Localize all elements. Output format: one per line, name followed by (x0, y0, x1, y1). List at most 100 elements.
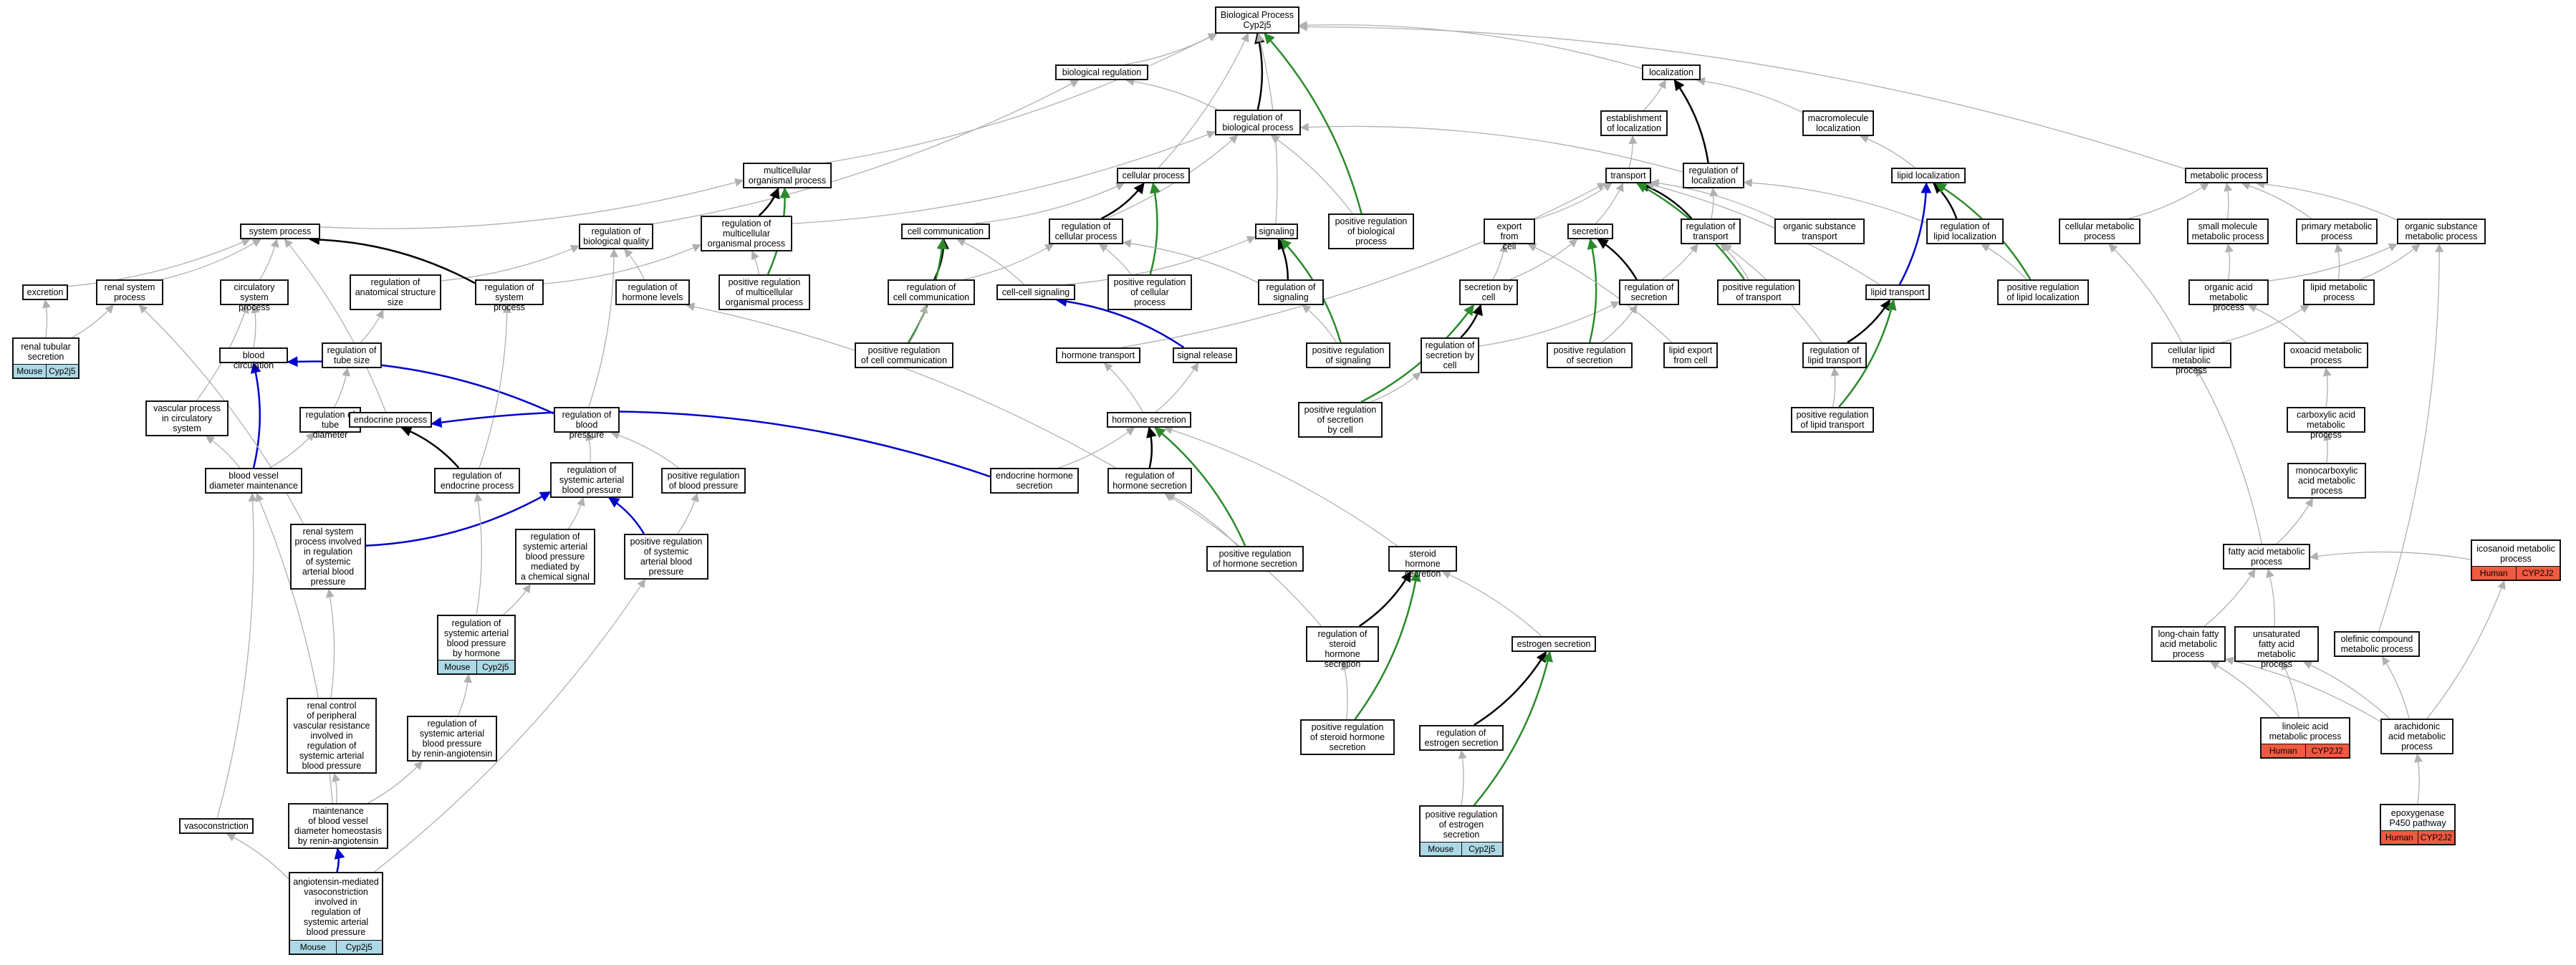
go-term-renalsys[interactable]: renal system process (96, 279, 163, 305)
go-term-excretion[interactable]: excretion (22, 284, 68, 300)
go-term-renalctrl[interactable]: renal control of peripheral vascular res… (287, 698, 377, 774)
go-term-reganat[interactable]: regulation of anatomical structure size (350, 274, 441, 310)
go-term-monocarb[interactable]: monocarboxylic acid metabolic process (2287, 463, 2366, 499)
go-term-orgacid[interactable]: organic acid metabolic process (2188, 279, 2269, 312)
go-term-olefinic[interactable]: olefinic compound metabolic process (2334, 631, 2420, 657)
go-term-posregsec[interactable]: positive regulation of secretion (1547, 342, 1633, 368)
go-term-regmulti[interactable]: regulation of multicellular organismal p… (701, 216, 792, 251)
go-term-unsat[interactable]: unsaturated fatty acid metabolic process (2234, 626, 2319, 669)
go-term-circ[interactable]: circulatory system process (220, 279, 289, 312)
go-term-cellcomm[interactable]: cell communication (901, 224, 990, 239)
go-term-carbox[interactable]: carboxylic acid metabolic process (2287, 407, 2365, 440)
go-term-posregtrans[interactable]: positive regulation of transport (1717, 279, 1800, 305)
go-term-export[interactable]: export from cell (1484, 219, 1535, 251)
go-term-posregcellcomm[interactable]: positive regulation of cell communicatio… (855, 342, 953, 368)
go-term-macloc[interactable]: macromolecule localization (1802, 110, 1874, 136)
go-term-reglipidloc[interactable]: regulation of lipid localization (1926, 219, 2004, 244)
go-term-regsysart[interactable]: regulation of systemic arterial blood pr… (550, 462, 633, 498)
go-term-posregsig[interactable]: positive regulation of signaling (1306, 342, 1390, 368)
go-term-regsysartrenin[interactable]: regulation of systemic arterial blood pr… (407, 716, 497, 762)
go-term-maintbv[interactable]: maintenance of blood vessel diameter hom… (288, 803, 388, 849)
go-term-oxoacid[interactable]: oxoacid metabolic process (2284, 342, 2368, 368)
go-term-posreghormsec[interactable]: positive regulation of hormone secretion (1206, 546, 1304, 572)
go-term-regsig[interactable]: regulation of signaling (1258, 279, 1324, 305)
go-term-label: secretion (1572, 226, 1609, 236)
go-term-smallmol[interactable]: small molecule metabolic process (2187, 219, 2269, 244)
go-term-renalinv[interactable]: renal system process involved in regulat… (290, 524, 366, 590)
go-term-cellipid[interactable]: cellular lipid metabolic process (2151, 342, 2231, 375)
go-term-bp[interactable]: Biological Process Cyp2j5 (1215, 6, 1299, 34)
go-term-fattyacid[interactable]: fatty acid metabolic process (2223, 544, 2310, 570)
go-term-cellcellsig[interactable]: cell-cell signaling (996, 284, 1075, 300)
go-term-regsysartchem[interactable]: regulation of systemic arterial blood pr… (515, 529, 595, 585)
go-term-metab[interactable]: metabolic process (2185, 168, 2268, 183)
go-term-regbq[interactable]: regulation of biological quality (579, 224, 653, 249)
go-term-signaling[interactable]: signaling (1255, 224, 1298, 239)
go-term-regsysp[interactable]: regulation of system process (475, 279, 544, 312)
go-term-estloc[interactable]: establishment of localization (1600, 110, 1668, 136)
go-term-regcellp[interactable]: regulation of cellular process (1049, 219, 1123, 244)
go-term-lipidexp[interactable]: lipid export from cell (1663, 342, 1718, 368)
go-term-lipidtr[interactable]: lipid transport (1865, 284, 1930, 300)
go-term-longchain[interactable]: long-chain fatty acid metabolic process (2151, 626, 2226, 662)
go-term-posregbp[interactable]: positive regulation of biological proces… (1328, 213, 1414, 249)
go-term-hormtr[interactable]: hormone transport (1056, 347, 1140, 363)
go-term-sysp[interactable]: system process (240, 224, 320, 239)
go-term-hormsec[interactable]: hormone secretion (1107, 412, 1191, 428)
go-term-regtrans[interactable]: regulation of transport (1681, 219, 1741, 244)
go-term-orgsubmet[interactable]: organic substance metabolic process (2397, 219, 2486, 244)
go-term-transport[interactable]: transport (1605, 168, 1651, 183)
go-term-posregbpress[interactable]: positive regulation of blood pressure (661, 468, 746, 494)
go-term-sigrel[interactable]: signal release (1173, 347, 1237, 363)
go-term-posregsysart[interactable]: positive regulation of systemic arterial… (624, 534, 708, 580)
go-term-loc[interactable]: localization (1642, 64, 1701, 80)
go-term-posreglipidtr[interactable]: positive regulation of lipid transport (1791, 407, 1874, 433)
go-term-regsteroid[interactable]: regulation of steroid hormone secretion (1306, 626, 1379, 669)
go-term-posreglipidloc[interactable]: positive regulation of lipid localizatio… (1997, 279, 2089, 305)
go-term-lipidmet[interactable]: lipid metabolic process (2303, 279, 2375, 305)
go-term-regsec[interactable]: regulation of secretion (1619, 279, 1679, 305)
go-term-posregestrogen[interactable]: positive regulation of estrogen secretio… (1419, 805, 1504, 857)
go-term-posregcellp[interactable]: positive regulation of cellular process (1107, 274, 1192, 310)
go-term-steroidhorm[interactable]: steroid hormone secretion (1388, 546, 1457, 579)
go-term-bioreg[interactable]: biological regulation (1055, 64, 1148, 80)
go-term-posregmulti[interactable]: positive regulation of multicellular org… (719, 274, 810, 310)
go-term-posregsteroid[interactable]: positive regulation of steroid hormone s… (1300, 719, 1395, 755)
go-term-estrogensec[interactable]: estrogen secretion (1512, 636, 1596, 652)
go-term-regtube[interactable]: regulation of tube size (322, 342, 382, 368)
go-term-vasocon[interactable]: vasoconstriction (179, 818, 254, 834)
go-term-posregsecbycell[interactable]: positive regulation of secretion by cell (1298, 402, 1383, 438)
go-term-cellmet[interactable]: cellular metabolic process (2059, 219, 2140, 244)
go-term-regloc[interactable]: regulation of localization (1683, 163, 1744, 188)
species-tag: Human (2262, 744, 2305, 757)
go-term-regcellcomm[interactable]: regulation of cell communication (888, 279, 975, 305)
go-term-orgsubtr[interactable]: organic substance transport (1774, 219, 1865, 244)
go-term-regendoc[interactable]: regulation of endocrine process (434, 468, 520, 494)
go-term-primmet[interactable]: primary metabolic process (2296, 219, 2378, 244)
go-term-reghorm[interactable]: regulation of hormone levels (615, 279, 690, 305)
go-term-regbp[interactable]: regulation of biological process (1215, 110, 1301, 135)
go-term-cellp[interactable]: cellular process (1117, 168, 1190, 183)
go-term-endochormsec[interactable]: endocrine hormone secretion (990, 468, 1079, 494)
go-term-arachidonic[interactable]: arachidonic acid metabolic process (2380, 719, 2454, 754)
go-term-bvdiam[interactable]: blood vessel diameter maintenance (205, 468, 302, 494)
go-term-regsysarthorm[interactable]: regulation of systemic arterial blood pr… (437, 615, 516, 675)
go-term-vascular[interactable]: vascular process in circulatory system (145, 400, 229, 436)
go-term-bloodcirc[interactable]: blood circulation (219, 347, 288, 370)
go-term-regbpress[interactable]: regulation of blood pressure (554, 407, 620, 440)
go-term-regestrogen[interactable]: regulation of estrogen secretion (1419, 725, 1504, 751)
go-term-secretion[interactable]: secretion (1567, 224, 1613, 239)
go-term-endoc[interactable]: endocrine process (349, 412, 432, 428)
go-term-lipidloc[interactable]: lipid localization (1891, 168, 1966, 183)
go-term-secbycell[interactable]: secretion by cell (1459, 279, 1518, 305)
edge-regsecbycell-to-secbycell (1460, 304, 1483, 338)
go-term-multi[interactable]: multicellular organismal process (743, 163, 832, 188)
go-term-reglipidtr[interactable]: regulation of lipid transport (1802, 342, 1867, 368)
go-term-reghormsec[interactable]: regulation of hormone secretion (1107, 468, 1192, 494)
go-term-regsecbycell[interactable]: regulation of secretion by cell (1421, 337, 1479, 373)
go-term-angio[interactable]: angiotensin-mediated vasoconstriction in… (289, 872, 383, 955)
